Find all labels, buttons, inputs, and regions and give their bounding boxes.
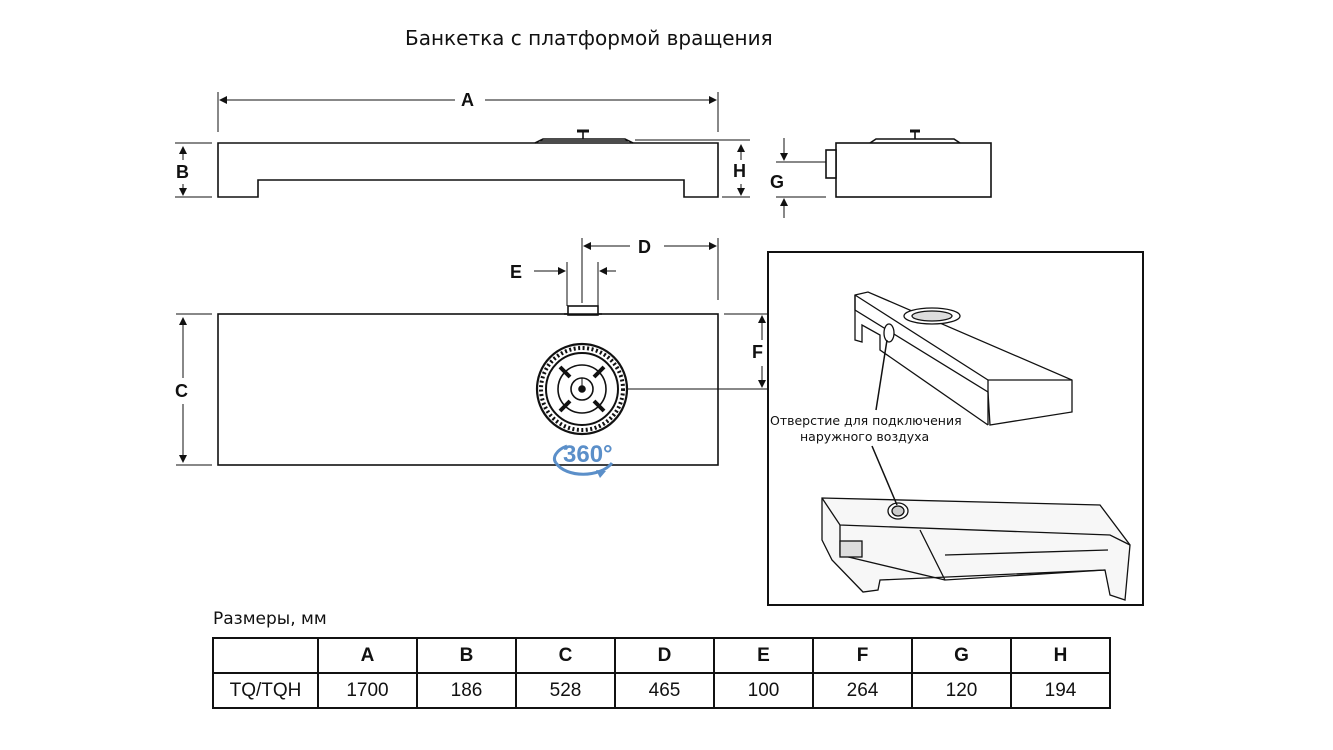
dimension-label-b: B: [176, 162, 189, 182]
table-header-cell: D: [614, 637, 715, 674]
table-header-cell: A: [317, 637, 418, 674]
dimension-label-h: H: [733, 161, 746, 181]
table-cell: 264: [812, 672, 913, 709]
rotation-label: 360°: [563, 441, 613, 468]
table-cell: 1700: [317, 672, 418, 709]
dimension-label-d: D: [638, 237, 651, 257]
table-caption: Размеры, мм: [213, 609, 327, 629]
isometric-inset: Отверстие для подключения наружного возд…: [767, 251, 1144, 606]
dimensions-table: A B C D E F G H TQ/TQH 1700 186 528 465 …: [212, 637, 1111, 709]
table-header-cell: F: [812, 637, 913, 674]
callout-line-1: Отверстие для подключения: [770, 413, 962, 428]
end-view: [776, 129, 992, 218]
table-cell: 120: [911, 672, 1012, 709]
table-header-row: A B C D E F G H: [212, 637, 1111, 674]
dimension-label-a: A: [461, 90, 474, 110]
callout-line-2: наружного воздуха: [800, 429, 929, 444]
table-cell: 100: [713, 672, 814, 709]
table-header-cell: H: [1010, 637, 1111, 674]
dimension-label-f: F: [752, 342, 763, 362]
side-view: [175, 92, 750, 198]
table-header-cell: G: [911, 637, 1012, 674]
table-cell: 186: [416, 672, 517, 709]
table-header-cell: B: [416, 637, 517, 674]
page-title: Банкетка с платформой вращения: [405, 26, 773, 50]
dimension-label-g: G: [770, 172, 784, 192]
table-cell: 528: [515, 672, 616, 709]
plan-view: [176, 238, 770, 466]
dimension-label-c: C: [175, 381, 188, 401]
dimension-label-e: E: [510, 262, 522, 282]
table-row: TQ/TQH 1700 186 528 465 100 264 120 194: [212, 672, 1111, 709]
rotation-360-icon: [553, 444, 614, 478]
table-cell: 465: [614, 672, 715, 709]
table-header-cell: [212, 637, 319, 674]
table-cell: TQ/TQH: [212, 672, 319, 709]
table-header-cell: E: [713, 637, 814, 674]
table-cell: 194: [1010, 672, 1111, 709]
table-header-cell: C: [515, 637, 616, 674]
